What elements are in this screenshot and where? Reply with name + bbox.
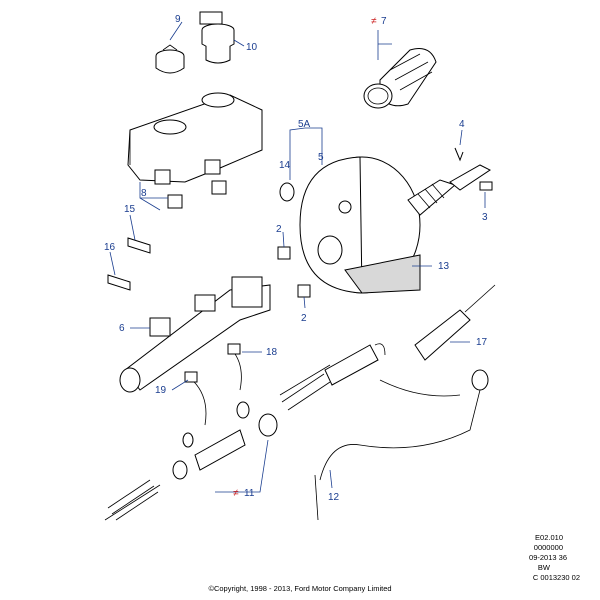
- part-clevis-pin[interactable]: [479, 181, 493, 191]
- part-clevis-clip[interactable]: [454, 147, 464, 162]
- part-bleed-screw-lower[interactable]: [107, 274, 131, 291]
- callout-19: 19: [155, 385, 167, 396]
- callout-13: 13: [438, 261, 450, 272]
- callout-15: 15: [124, 204, 136, 215]
- ref-line-2: 0000000: [534, 543, 563, 552]
- part-brake-fluid-reservoir[interactable]: [127, 92, 263, 185]
- part-reservoir-cap[interactable]: [155, 44, 185, 74]
- callout-4: 4: [459, 119, 465, 130]
- part-nut-upper[interactable]: [277, 246, 291, 260]
- callout-18: 18: [266, 347, 278, 358]
- copyright-notice: ©Copyright, 1998 - 2013, Ford Motor Comp…: [208, 584, 391, 593]
- callout-3: 3: [482, 212, 488, 223]
- leader-lines: [109, 21, 486, 493]
- callout-11: 11: [244, 488, 255, 499]
- callout-8: 8: [141, 188, 147, 199]
- callout-14: 14: [279, 160, 291, 171]
- callout-2-upper: 2: [276, 224, 282, 235]
- part-bleed-screw-upper[interactable]: [127, 237, 151, 254]
- part-brake-switch[interactable]: [414, 284, 496, 361]
- part-fluid-level-sensor[interactable]: [199, 11, 235, 64]
- part-vacuum-seal[interactable]: [279, 182, 295, 202]
- callout-17: 17: [476, 337, 488, 348]
- callout-5a: 5A: [298, 119, 311, 130]
- callout-2-lower: 2: [301, 313, 307, 324]
- callout-11-flag: ≠: [233, 488, 239, 499]
- part-reservoir-grommets[interactable]: [167, 180, 227, 209]
- ref-line-3: 09-2013 36: [529, 553, 567, 562]
- callout-10: 10: [246, 42, 258, 53]
- callout-5: 5: [318, 152, 324, 163]
- part-nut-lower[interactable]: [297, 284, 311, 298]
- part-master-cylinder-repair-kit[interactable]: [104, 343, 386, 521]
- reference-block: E02.010 0000000 09-2013 36 BW C 0013230 …: [529, 533, 580, 582]
- part-booster-boot[interactable]: [363, 48, 437, 109]
- callout-12: 12: [328, 492, 340, 503]
- part-brake-booster[interactable]: [299, 156, 491, 294]
- part-brake-pipe-fitting-18[interactable]: [227, 343, 242, 391]
- ref-line-4: BW: [538, 563, 551, 572]
- ref-line-5: C 0013230 02: [533, 573, 580, 582]
- callout-7-flag: ≠: [371, 16, 377, 27]
- part-master-cylinder[interactable]: [119, 276, 271, 393]
- part-brake-pipe-fitting-19[interactable]: [184, 371, 207, 426]
- callout-labels: 9 10 ≠ 7 4 5A 14 5 3 8 15 2 16 13 2 6 17…: [104, 14, 488, 503]
- callout-7: 7: [381, 16, 387, 27]
- callout-6: 6: [119, 323, 125, 334]
- callout-9: 9: [175, 14, 181, 25]
- callout-16: 16: [104, 242, 116, 253]
- part-vacuum-hose[interactable]: [314, 369, 489, 521]
- ref-line-1: E02.010: [535, 533, 563, 542]
